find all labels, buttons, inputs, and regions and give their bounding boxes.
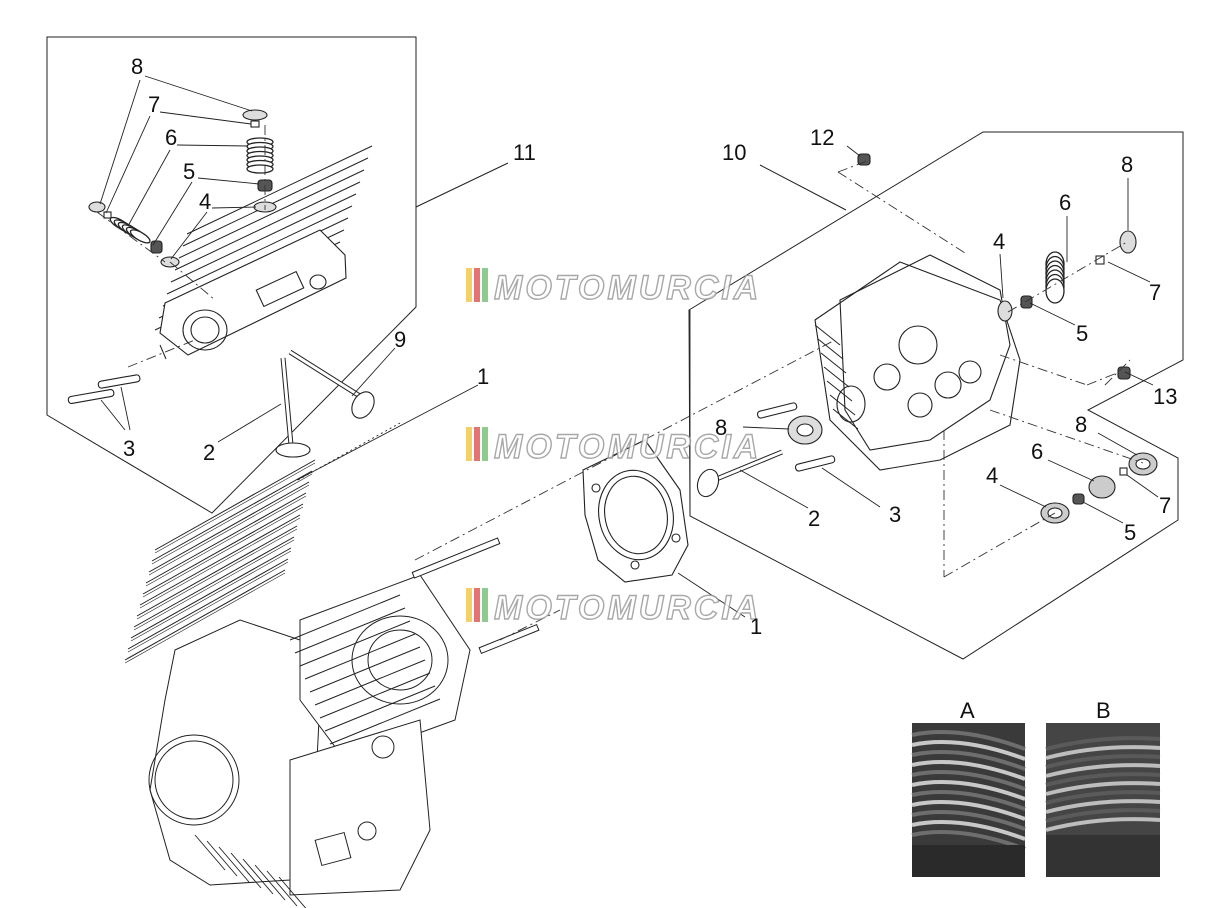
photo-b	[1045, 723, 1161, 877]
callout-right-8-partial: 8	[715, 415, 727, 440]
watermark-text: MOTOMURCIA	[494, 428, 761, 466]
engine-block	[124, 459, 471, 908]
callout-left-1: 1	[477, 364, 489, 389]
right-box-outline	[688, 131, 1184, 660]
watermark-stripe	[466, 588, 472, 622]
left-leaders	[99, 75, 479, 481]
callout-right-10: 10	[722, 140, 746, 165]
watermark-stripe	[466, 268, 472, 302]
watermark-text: MOTOMURCIA	[494, 269, 761, 307]
leader-11	[415, 162, 509, 208]
callout-right-6-top: 6	[1059, 190, 1071, 215]
watermark-2: MOTOMURCIA	[466, 427, 761, 467]
photo-a-label: A	[960, 698, 975, 723]
watermark-stripe	[482, 588, 488, 622]
callout-right-6-bottom: 6	[1031, 439, 1043, 464]
callout-right-8-bottom: 8	[1075, 412, 1087, 437]
photo-b-label: B	[1096, 698, 1111, 723]
right-detail-box	[688, 131, 1184, 660]
callout-left-4: 4	[199, 189, 211, 214]
callout-left-11: 11	[513, 140, 536, 165]
right-cylinder-head	[814, 254, 1021, 471]
watermark-stripe	[474, 268, 480, 302]
watermark-stripe	[482, 268, 488, 302]
right-leaders	[677, 145, 1159, 618]
watermark-stripe	[474, 427, 480, 461]
callout-right-7-bottom: 7	[1159, 493, 1171, 518]
watermark-1: MOTOMURCIA	[466, 268, 761, 308]
callout-right-12: 12	[810, 125, 834, 150]
callout-left-3: 3	[123, 436, 135, 461]
middle-callouts: 1	[750, 614, 762, 639]
watermark-text: MOTOMURCIA	[494, 589, 761, 627]
watermark-stripe	[466, 427, 472, 461]
watermark-stripe	[482, 427, 488, 461]
left-valves	[67, 349, 375, 458]
right-parts	[696, 153, 1158, 524]
assembly-axes	[96, 125, 1144, 641]
left-valve-spring-stack	[242, 109, 277, 213]
callout-left-6: 6	[165, 125, 177, 150]
left-box-outline	[46, 36, 417, 514]
callout-right-5-bottom: 5	[1124, 520, 1136, 545]
left-cylinder-head	[154, 145, 373, 360]
left-callouts: 8 7 6 5 4 11 9 1 3 2	[123, 54, 536, 465]
callout-right-3: 3	[889, 502, 901, 527]
callout-right-13: 13	[1153, 384, 1177, 409]
callout-right-4-bottom: 4	[986, 463, 998, 488]
callout-right-5-top: 5	[1076, 321, 1088, 346]
callout-right-2: 2	[808, 506, 820, 531]
callout-right-7-top: 7	[1149, 280, 1161, 305]
callout-left-7: 7	[148, 92, 160, 117]
callout-right-4-top: 4	[993, 229, 1005, 254]
callout-left-2: 2	[203, 440, 215, 465]
watermark-stripe	[474, 588, 480, 622]
cylinder-studs	[411, 537, 540, 655]
watermark-3: MOTOMURCIA	[466, 588, 761, 628]
callout-right-8-top: 8	[1121, 152, 1133, 177]
left-detail-box	[46, 36, 509, 514]
callout-left-5: 5	[183, 159, 195, 184]
callout-gasket-1: 1	[750, 614, 762, 639]
leader-10	[759, 164, 847, 211]
callout-left-8: 8	[131, 54, 143, 79]
callout-left-9: 9	[394, 327, 406, 352]
photo-a	[911, 723, 1026, 877]
head-gasket	[582, 439, 689, 583]
left-valve-spring-stack-2	[88, 201, 180, 268]
right-callouts: 12 10 8 6 4 7 5 13 8 6 7 4 5 3 2 8	[715, 125, 1177, 545]
